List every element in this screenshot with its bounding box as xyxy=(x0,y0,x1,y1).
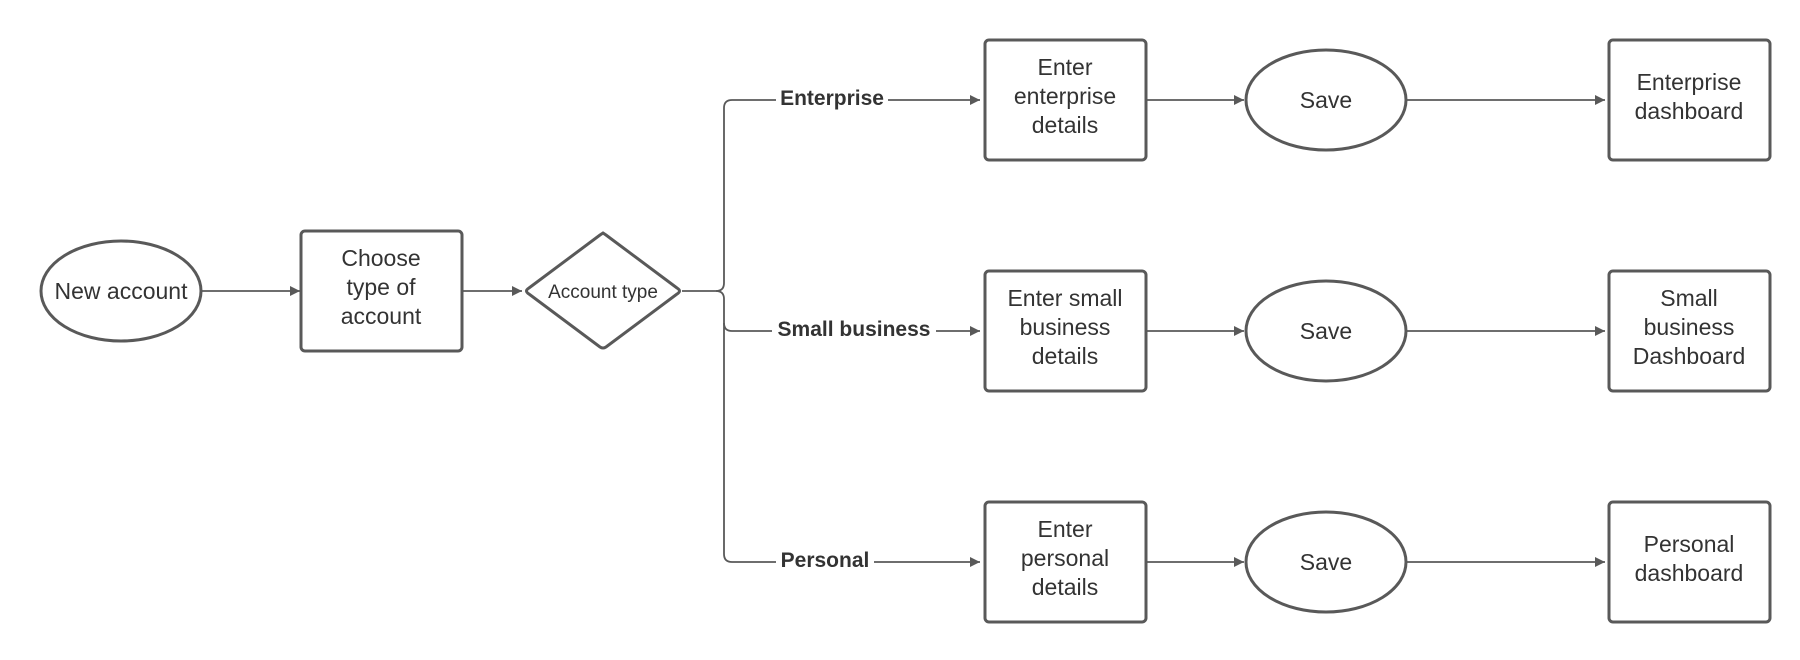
node-label-line-1: Personal xyxy=(1644,531,1735,557)
edge-branch-personal xyxy=(723,323,980,567)
save-node-small-business: Save xyxy=(1244,279,1408,383)
end-node-enterprise-dashboard: Enterprise dashboard xyxy=(1607,38,1772,162)
node-label-line-2: dashboard xyxy=(1635,560,1744,586)
node-label-line-1: Enter small xyxy=(1007,285,1122,311)
node-label-line-2: personal xyxy=(1021,545,1109,571)
edge-labels: Enterprise Small business Personal xyxy=(772,86,936,576)
process-node-enter-personal-details: Enter personal details xyxy=(983,500,1148,624)
process-node-choose-type: Choose type of account xyxy=(299,229,464,353)
decision-node-account-type: Account type xyxy=(525,231,681,350)
connectors xyxy=(202,95,1605,567)
node-label-line-3: details xyxy=(1032,343,1098,369)
node-label-line-2: business xyxy=(1644,314,1735,340)
edge-label-personal: Personal xyxy=(781,549,870,572)
node-label: New account xyxy=(55,278,189,304)
node-label-line-2: enterprise xyxy=(1014,83,1116,109)
end-node-small-business-dashboard: Small business Dashboard xyxy=(1607,269,1772,393)
edge-label-enterprise: Enterprise xyxy=(780,87,884,110)
node-label: Save xyxy=(1300,318,1352,344)
edge-branch-enterprise xyxy=(682,95,980,292)
node-label-line-1: Choose xyxy=(341,245,420,271)
node-label: Account type xyxy=(548,282,658,303)
end-node-personal-dashboard: Personal dashboard xyxy=(1607,500,1772,624)
process-node-enter-enterprise-details: Enter enterprise details xyxy=(983,38,1148,162)
nodes: New account Choose type of account Accou… xyxy=(39,38,1772,624)
node-label-line-3: details xyxy=(1032,574,1098,600)
start-node-new-account: New account xyxy=(39,239,203,343)
node-label-line-2: business xyxy=(1020,314,1111,340)
node-label-line-2: type of xyxy=(346,274,416,300)
save-node-personal: Save xyxy=(1244,510,1408,614)
node-label-line-3: account xyxy=(341,303,422,329)
node-label: Save xyxy=(1300,549,1352,575)
edge-label-small-business: Small business xyxy=(778,318,931,341)
node-label-line-1: Enterprise xyxy=(1637,69,1742,95)
node-label-line-1: Enter xyxy=(1038,516,1093,542)
node-label-line-1: Small xyxy=(1660,285,1718,311)
process-node-enter-small-business-details: Enter small business details xyxy=(983,269,1148,393)
node-label: Save xyxy=(1300,87,1352,113)
node-label-line-1: Enter xyxy=(1038,54,1093,80)
node-label-line-3: details xyxy=(1032,112,1098,138)
save-node-enterprise: Save xyxy=(1244,48,1408,152)
node-label-line-2: dashboard xyxy=(1635,98,1744,124)
node-label-line-3: Dashboard xyxy=(1633,343,1746,369)
